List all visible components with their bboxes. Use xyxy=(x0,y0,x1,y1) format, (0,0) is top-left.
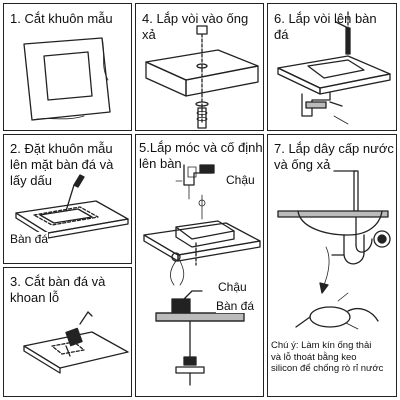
step-4-panel: 4. Lắp vòi vào ống xả xyxy=(135,3,264,131)
step-3-panel: 3. Cắt bàn đá và khoan lỗ xyxy=(3,267,132,397)
template-sheet-illustration xyxy=(23,37,111,121)
cutting-drilling-illustration xyxy=(23,311,129,374)
basin-label-bottom: Chậu xyxy=(218,280,247,294)
basin-drain-illustration xyxy=(145,25,259,129)
step-2-caption: 2. Đặt khuôn mẫu lên mặt bàn đá và lấy d… xyxy=(10,141,114,188)
step-6-caption: 6. Lắp vòi lên bàn đá xyxy=(274,11,377,42)
step-1-panel: 1. Cắt khuôn mẫu xyxy=(3,3,132,131)
step-6-panel: 6. Lắp vòi lên bàn đá xyxy=(267,3,397,131)
step-3-caption: 3. Cắt bàn đá và khoan lỗ xyxy=(10,274,106,305)
step-5-caption: 5.Lắp móc và cố định lên bàn xyxy=(139,140,263,171)
step-4-caption: 4. Lắp vòi vào ống xả xyxy=(142,11,249,42)
stone-slab-label: Bàn đá xyxy=(10,232,49,246)
basin-label-top: Chậu xyxy=(226,173,255,187)
step-2-panel: 2. Đặt khuôn mẫu lên mặt bàn đá và lấy d… xyxy=(3,134,132,264)
hook-fixing-illustration xyxy=(143,164,261,386)
step-7-panel: 7. Lắp dây cấp nước và ống xả Chú ý: Làm… xyxy=(267,134,397,397)
stone-slab-label-bottom: Bàn đá xyxy=(216,299,255,313)
step-1-caption: 1. Cắt khuôn mẫu xyxy=(10,11,113,26)
sealing-note: Chú ý: Làm kín ống thải và lỗ thoát bằng… xyxy=(271,340,384,374)
step-7-caption: 7. Lắp dây cấp nước và ống xả xyxy=(274,141,394,172)
step-5-panel: 5.Lắp móc và cố định lên bàn Chậu Chậu B… xyxy=(135,134,264,397)
faucet-mounting-illustration xyxy=(277,11,391,125)
water-supply-drain-illustration xyxy=(277,170,391,330)
